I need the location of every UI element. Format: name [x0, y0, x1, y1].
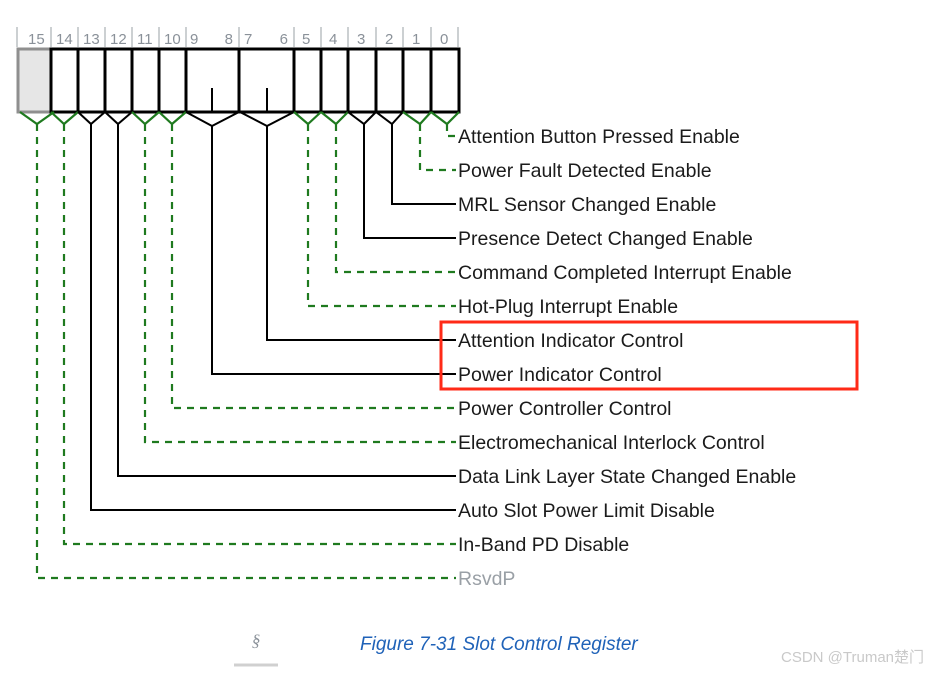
bit-number-13: 13 — [83, 31, 100, 48]
bit-number-15: 15 — [28, 31, 45, 48]
field-label-attention-indicator-control: Attention Indicator Control — [458, 330, 683, 352]
leader-lines — [35, 124, 456, 580]
register-cell-3 — [346, 47, 378, 114]
register-cell-5 — [292, 47, 323, 114]
leader-power-indicator-control — [211, 126, 456, 375]
field-label-auto-slot-power-limit-disable: Auto Slot Power Limit Disable — [458, 500, 715, 522]
field-label-in-band-pd-disable: In-Band PD Disable — [458, 534, 629, 556]
field-label-attention-button-pressed-enable: Attention Button Pressed Enable — [458, 126, 740, 148]
bit-number-row: 15 14 13 12 11 10 9 8 7 6 5 4 3 2 1 0 — [16, 27, 459, 48]
leader-auto-slot-power-limit-disable — [90, 124, 456, 511]
highlight-box-indicator-controls — [439, 320, 859, 391]
register-cell-row — [16, 47, 461, 114]
leader-attention-indicator-control — [266, 126, 456, 341]
field-label-hot-plug-interrupt-enable: Hot-Plug Interrupt Enable — [458, 296, 678, 318]
chevron-mrl — [375, 111, 404, 126]
register-cell-11 — [130, 47, 161, 114]
field-label-power-fault-detected-enable: Power Fault Detected Enable — [458, 160, 712, 182]
leader-command-completed-interrupt-enable — [334, 124, 456, 274]
bit-number-4: 4 — [329, 31, 337, 48]
bit-number-8: 8 — [225, 31, 233, 48]
leader-electromechanical-interlock-control — [143, 124, 456, 444]
chevron-aic — [239, 111, 295, 128]
register-cell-0 — [429, 47, 461, 114]
field-label-power-controller-control: Power Controller Control — [458, 398, 672, 420]
bit-number-7: 7 — [244, 31, 252, 48]
bit-number-6: 6 — [280, 31, 288, 48]
chevron-pfde — [402, 111, 432, 126]
register-cell-12 — [103, 47, 134, 114]
field-chevrons — [19, 111, 460, 128]
chevron-emi — [131, 111, 160, 126]
field-label-data-link-layer-state-changed-enable: Data Link Layer State Changed Enable — [458, 466, 796, 488]
figure-caption: Figure 7-31 Slot Control Register — [360, 634, 638, 655]
chevron-hpie — [293, 111, 322, 126]
field-label-mrl-sensor-changed-enable: MRL Sensor Changed Enable — [458, 194, 716, 216]
leader-data-link-layer-state-changed-enable — [117, 124, 456, 477]
register-cell-4 — [319, 47, 350, 114]
chevron-rsvdp — [19, 111, 55, 126]
register-cell-15 — [16, 47, 53, 114]
chevron-pdce — [347, 111, 377, 126]
chevron-inband — [50, 111, 79, 126]
bit-number-5: 5 — [302, 31, 310, 48]
bit-number-11: 11 — [137, 31, 153, 48]
bit-number-10: 10 — [164, 31, 181, 48]
chevron-dllsc — [104, 111, 133, 126]
field-label-rsvdp: RsvdP — [458, 568, 515, 590]
register-cell-10 — [157, 47, 188, 114]
chevron-abpe — [430, 111, 460, 126]
field-labels: Attention Button Pressed Enable Power Fa… — [458, 126, 796, 590]
register-cell-14 — [49, 47, 80, 114]
register-cell-13 — [76, 47, 107, 114]
chevron-pic — [185, 111, 240, 128]
chevron-autoslot — [77, 111, 106, 126]
field-label-command-completed-interrupt-enable: Command Completed Interrupt Enable — [458, 262, 792, 284]
bit-number-0: 0 — [440, 31, 448, 48]
leader-rsvdp — [35, 124, 456, 580]
register-cell-2 — [374, 47, 405, 114]
watermark: CSDN @Truman楚门 — [781, 649, 924, 666]
bit-number-14: 14 — [56, 31, 73, 48]
leader-in-band-pd-disable — [62, 124, 456, 546]
chevron-pcc — [158, 111, 187, 126]
bit-number-12: 12 — [110, 31, 127, 48]
leader-power-controller-control — [170, 124, 456, 410]
bit-number-3: 3 — [357, 31, 365, 48]
chevron-ccie — [320, 111, 349, 126]
bit-number-2: 2 — [385, 31, 393, 48]
leader-power-fault-detected-enable — [418, 124, 456, 172]
leader-presence-detect-changed-enable — [363, 124, 456, 239]
leader-hot-plug-interrupt-enable — [306, 124, 456, 308]
bit-number-1: 1 — [412, 31, 420, 48]
field-label-presence-detect-changed-enable: Presence Detect Changed Enable — [458, 228, 753, 250]
section-mark: § — [252, 631, 261, 650]
leader-mrl-sensor-changed-enable — [391, 124, 456, 205]
bit-number-9: 9 — [190, 31, 198, 48]
field-label-power-indicator-control: Power Indicator Control — [458, 364, 662, 386]
register-cell-1 — [401, 47, 433, 114]
field-label-electromechanical-interlock-control: Electromechanical Interlock Control — [458, 432, 765, 454]
leader-attention-button-pressed-enable — [445, 124, 456, 138]
